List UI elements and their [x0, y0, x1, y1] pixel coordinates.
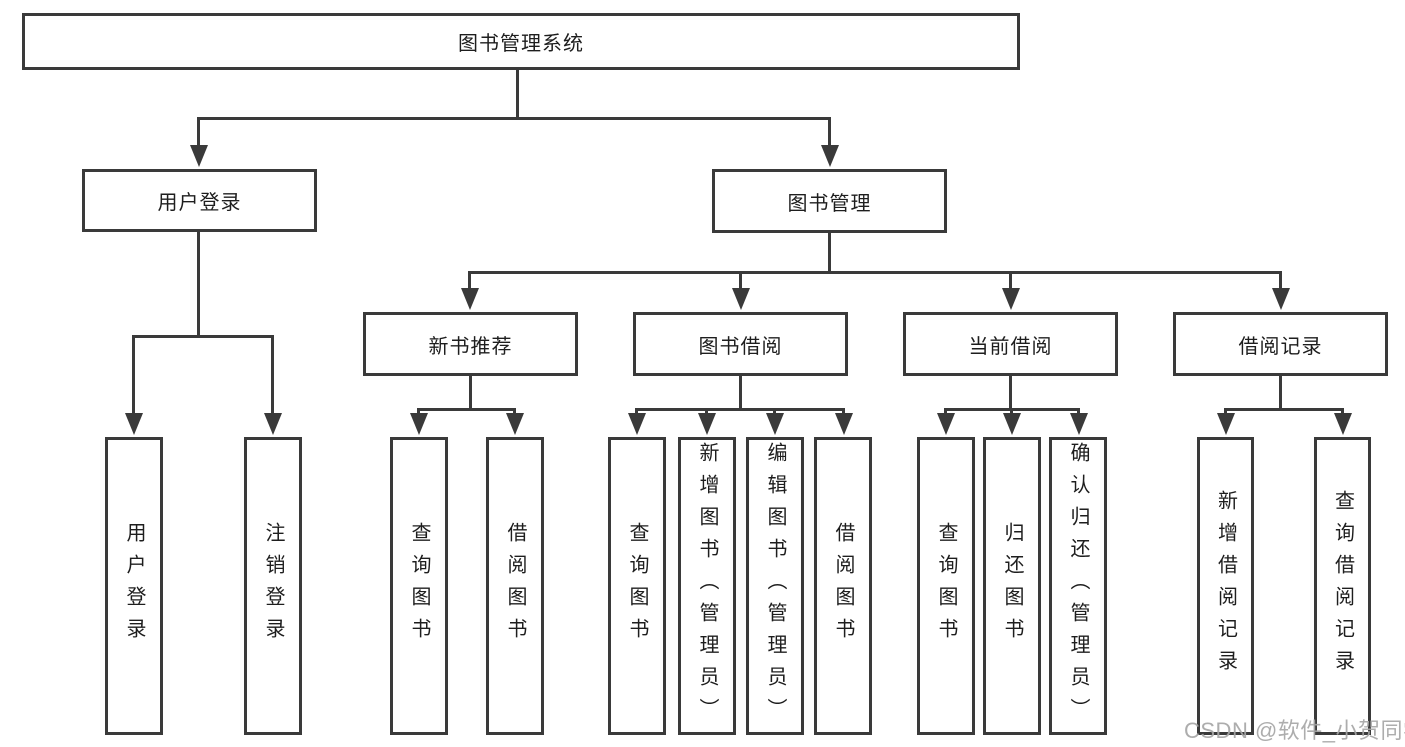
node-current-borrow: 当前借阅	[903, 312, 1118, 376]
arrow-down-icon	[1334, 413, 1352, 435]
node-label: 归还图书	[1001, 522, 1023, 650]
node-label: 图书管理	[787, 192, 872, 215]
node-label: 用户登录	[157, 192, 242, 214]
connector-line	[739, 375, 742, 411]
leaf-borrow-add-books-admin: 新增图书（管理员）	[678, 437, 736, 735]
connector-line	[197, 117, 831, 120]
connector-line	[132, 335, 274, 338]
node-new-book-recommend: 新书推荐	[363, 312, 578, 376]
node-label: 查询借阅记录	[1331, 490, 1354, 682]
node-label: 用户登录	[123, 522, 145, 650]
connector-line	[828, 232, 831, 274]
arrow-down-icon	[506, 413, 524, 435]
connector-line	[1279, 375, 1282, 411]
connector-line	[1010, 408, 1013, 415]
node-label: 编辑图书（管理员）	[764, 442, 786, 730]
arrow-down-icon	[937, 413, 955, 435]
node-label: 查询图书	[935, 522, 957, 650]
connector-line	[828, 117, 831, 147]
node-borrow-records: 借阅记录	[1173, 312, 1388, 376]
connector-line	[197, 231, 200, 338]
connector-line	[417, 408, 516, 411]
connector-line	[739, 271, 742, 290]
node-label: 确认归还（管理员）	[1067, 442, 1089, 730]
connector-line	[513, 408, 516, 415]
arrow-down-icon	[1217, 413, 1235, 435]
arrow-down-icon	[190, 145, 208, 167]
leaf-logout: 注销登录	[244, 437, 302, 735]
node-book-borrow: 图书借阅	[633, 312, 848, 376]
arrow-down-icon	[1002, 288, 1020, 310]
leaf-current-query-books: 查询图书	[917, 437, 975, 735]
connector-line	[842, 408, 845, 415]
node-label: 新增图书（管理员）	[696, 442, 718, 730]
arrow-down-icon	[835, 413, 853, 435]
csdn-watermark: CSDN @软件_小贺同学	[1184, 718, 1405, 743]
connector-line	[197, 117, 200, 147]
arrow-down-icon	[698, 413, 716, 435]
leaf-records-query-record: 查询借阅记录	[1314, 437, 1371, 735]
connector-line	[417, 408, 420, 415]
leaf-newbooks-borrow-books: 借阅图书	[486, 437, 544, 735]
leaf-user-login: 用户登录	[105, 437, 163, 735]
arrow-down-icon	[125, 413, 143, 435]
connector-line	[271, 335, 274, 413]
node-label: 新书推荐	[428, 335, 513, 358]
arrow-down-icon	[264, 413, 282, 435]
connector-line	[1341, 408, 1344, 415]
node-label: 图书借阅	[698, 335, 783, 358]
connector-line	[944, 408, 947, 415]
node-root-library-system: 图书管理系统	[22, 13, 1020, 70]
leaf-borrow-query-books: 查询图书	[608, 437, 666, 735]
node-label: 图书管理系统	[458, 33, 584, 55]
connector-line	[1077, 408, 1080, 415]
connector-line	[1009, 271, 1012, 290]
leaf-records-add-record: 新增借阅记录	[1197, 437, 1254, 735]
arrow-down-icon	[1003, 413, 1021, 435]
node-book-management: 图书管理	[712, 169, 947, 233]
node-label: 注销登录	[262, 522, 284, 650]
node-label: 查询图书	[626, 522, 648, 650]
arrow-down-icon	[410, 413, 428, 435]
connector-line	[1279, 271, 1282, 290]
arrow-down-icon	[821, 145, 839, 167]
connector-line	[705, 408, 708, 415]
arrow-down-icon	[732, 288, 750, 310]
leaf-newbooks-query-books: 查询图书	[390, 437, 448, 735]
connector-line	[468, 271, 471, 290]
connector-line	[635, 408, 845, 411]
connector-line	[132, 335, 135, 413]
connector-line	[1224, 408, 1344, 411]
node-label: 借阅图书	[832, 522, 854, 650]
leaf-current-confirm-return-admin: 确认归还（管理员）	[1049, 437, 1107, 735]
node-label: 当前借阅	[968, 335, 1053, 358]
leaf-current-return-books: 归还图书	[983, 437, 1041, 735]
connector-line	[516, 68, 519, 120]
connector-line	[1009, 375, 1012, 411]
node-label: 新增借阅记录	[1214, 490, 1237, 682]
leaf-borrow-edit-books-admin: 编辑图书（管理员）	[746, 437, 804, 735]
connector-line	[1224, 408, 1227, 415]
node-label: 借阅图书	[504, 522, 526, 650]
connector-line	[773, 408, 776, 415]
leaf-borrow-borrow-books: 借阅图书	[814, 437, 872, 735]
connector-line	[468, 271, 1282, 274]
arrow-down-icon	[1070, 413, 1088, 435]
arrow-down-icon	[461, 288, 479, 310]
arrow-down-icon	[1272, 288, 1290, 310]
node-user-login: 用户登录	[82, 169, 317, 232]
node-label: 借阅记录	[1238, 335, 1323, 358]
node-label: 查询图书	[408, 522, 430, 650]
arrow-down-icon	[628, 413, 646, 435]
arrow-down-icon	[766, 413, 784, 435]
connector-line	[635, 408, 638, 415]
connector-line	[469, 375, 472, 411]
